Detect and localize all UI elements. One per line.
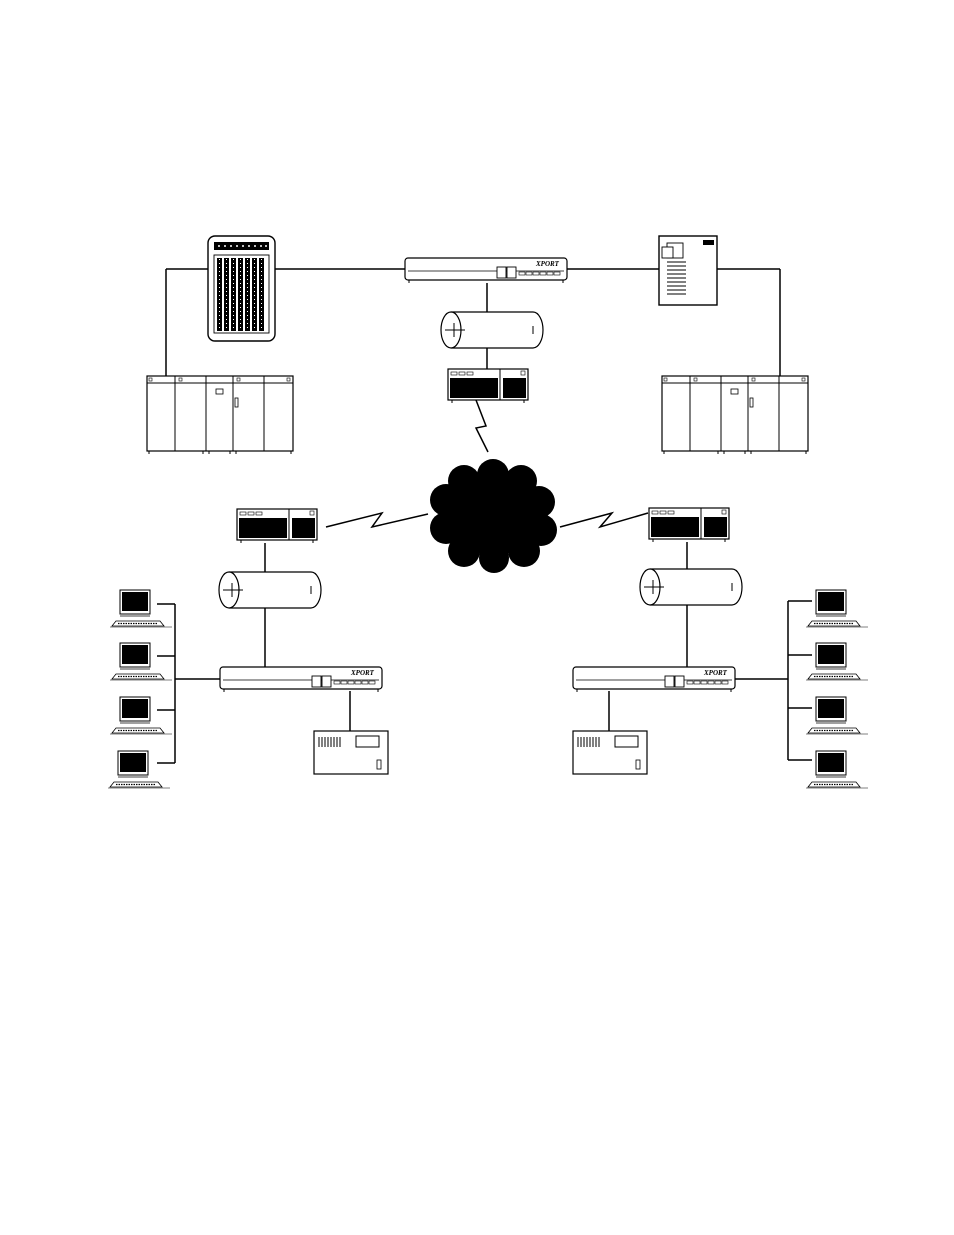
workstation-right-1-icon: [806, 590, 868, 627]
lightning-link-top: [476, 400, 488, 452]
printer-icon: [659, 236, 717, 305]
network-segment-top-icon: [441, 312, 543, 348]
workstation-left-4-icon: [108, 751, 170, 788]
workstation-left-1-icon: [110, 590, 172, 627]
workstation-left-3-icon: [110, 697, 172, 734]
mainframe-left-icon: [147, 376, 293, 454]
network-segment-left-icon: [219, 572, 321, 608]
wan-cloud: [430, 459, 557, 573]
workstation-right-3-icon: [806, 697, 868, 734]
workstation-left-2-icon: [110, 643, 172, 680]
terminal-server-brand-label: XPORT: [350, 669, 375, 677]
lightning-link-left: [326, 513, 428, 527]
lightning-link-right: [560, 513, 648, 527]
patch-panel-icon: [208, 236, 275, 341]
terminal-server-brand-label: XPORT: [703, 669, 728, 677]
laser-printer-left-icon: [314, 731, 388, 774]
laser-printer-right-icon: [573, 731, 647, 774]
modem-left-icon: [237, 509, 317, 543]
network-segment-right-icon: [640, 569, 742, 605]
terminal-server-brand-label: XPORT: [535, 260, 560, 268]
terminal-server-top: XPORT: [405, 258, 567, 283]
modem-top-icon: [448, 369, 528, 403]
workstation-right-2-icon: [806, 643, 868, 680]
terminal-server-right: XPORT: [573, 667, 735, 692]
workstation-right-4-icon: [806, 751, 868, 788]
mainframe-right-icon: [662, 376, 808, 454]
terminal-server-left: XPORT: [220, 667, 382, 692]
modem-right-icon: [649, 508, 729, 542]
